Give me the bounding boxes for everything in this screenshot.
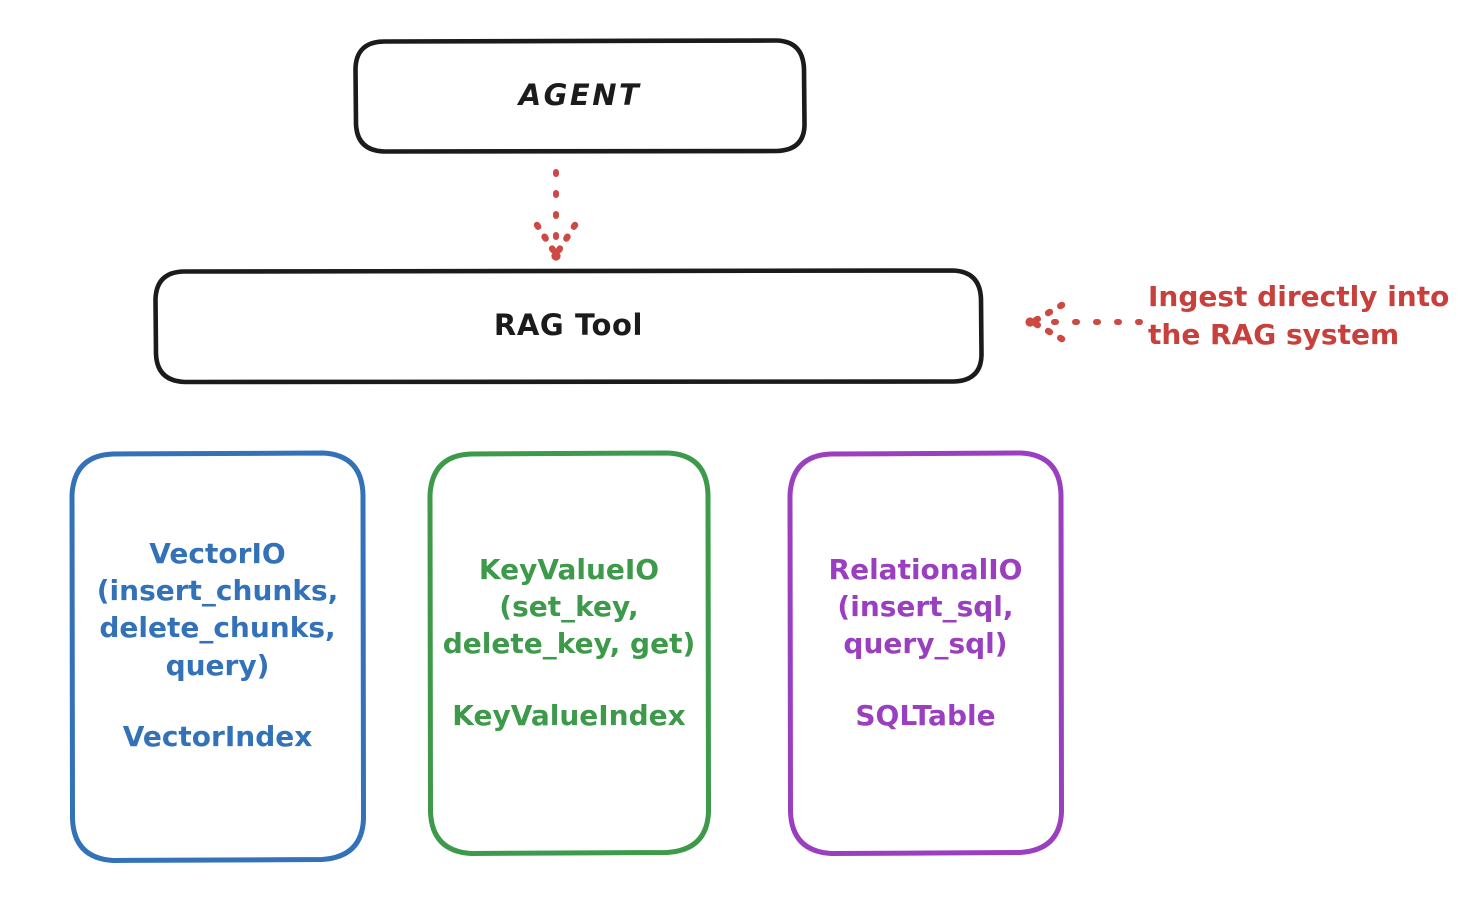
node-rag-tool-label: RAG Tool [493,308,644,343]
connector-ingest-to-rag-tool [1025,301,1143,343]
node-relational-io-api: RelationalIO (insert_sql, query_sql) [828,553,1023,661]
node-vector-io-index: VectorIndex [122,719,313,753]
node-agent-label: AGENT [518,78,642,113]
connector-agent-to-rag-tool [533,169,579,261]
node-vector-io-label: VectorIO (insert_chunks, delete_chunks, … [97,535,339,755]
node-key-value-io[interactable]: KeyValueIO (set_key, delete_key, get) Key… [427,450,711,856]
node-relational-io-label: RelationalIO (insert_sql, query_sql) SQLT… [829,551,1023,734]
node-key-value-io-api: KeyValueIO (set_key, delete_key, get) [442,553,696,661]
node-vector-io-api: VectorIO (insert_chunks, delete_chunks, … [96,537,339,682]
node-vector-io[interactable]: VectorIO (insert_chunks, delete_chunks, … [69,450,366,863]
node-key-value-io-index: KeyValueIndex [452,698,686,732]
annotation-ingest: Ingest directly into the RAG system [1148,280,1450,351]
node-agent[interactable]: AGENT [353,38,807,154]
node-rag-tool[interactable]: RAG Tool [153,268,984,385]
node-relational-io[interactable]: RelationalIO (insert_sql, query_sql) SQLT… [787,450,1064,856]
node-key-value-io-label: KeyValueIO (set_key, delete_key, get) Key… [443,551,696,734]
node-relational-io-index: SQLTable [855,698,996,732]
